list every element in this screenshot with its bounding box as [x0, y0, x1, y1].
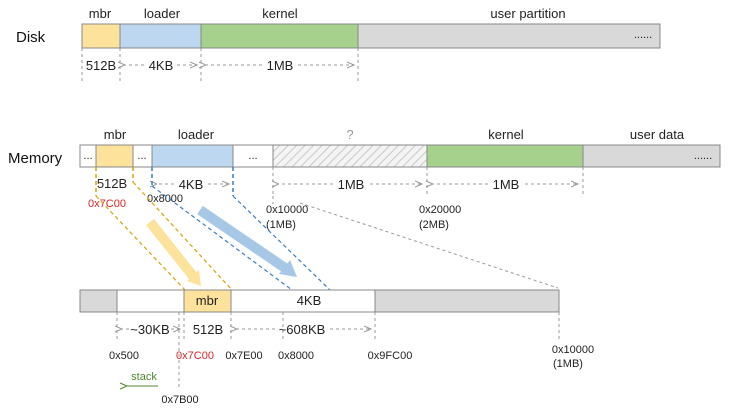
zoom-address-0x500: 0x500 [109, 350, 139, 362]
zoom-connectors [95, 167, 559, 313]
disk-kernel-label: kernel [262, 6, 298, 21]
memory-user-data-label: user data [630, 127, 685, 142]
zoom-mbr-size: 512B [193, 322, 223, 337]
zoom-address-0x7c00: 0x7C00 [176, 350, 214, 362]
disk-loader-label: loader [144, 6, 181, 21]
disk-mbr-block [81, 23, 121, 49]
zoom-address-0x8000: 0x8000 [278, 350, 314, 362]
disk-kernel-size: 1MB [267, 58, 294, 73]
memory-loader-size: 4KB [179, 177, 204, 192]
memory-mbr-label: mbr [104, 127, 127, 142]
memory-gap-dots: ... [137, 150, 146, 162]
memory-kernel-label: kernel [488, 127, 524, 142]
memory-kernel-size: 1MB [493, 177, 520, 192]
memory-mbr-block [95, 144, 134, 168]
zoom-section: mbr 4KB ~30KB 512B ~608KB 0x500 0x7C00 0… [79, 289, 594, 406]
stack-label: stack [131, 371, 157, 383]
zoom-high-size: ~608KB [279, 322, 326, 337]
disk-loader-block [119, 23, 202, 49]
memory-user-data-block [582, 144, 721, 168]
zoom-free-block [116, 289, 185, 313]
memory-kernel-start-note: (1MB) [266, 219, 296, 231]
disk-mbr-size: 512B [86, 58, 116, 73]
memory-user-start-address: 0x20000 [419, 204, 461, 216]
memory-loader-block [151, 144, 234, 168]
memory-after-loader-dots: ... [248, 150, 257, 162]
disk-section: Disk mbr loader kernel user partition ..… [16, 6, 661, 82]
disk-mbr-label: mbr [89, 6, 112, 21]
memory-mbr-size: 512B [97, 176, 127, 191]
memory-ellipsis: ...... [694, 150, 712, 162]
memory-unknown-block [272, 144, 428, 168]
mbr-zoom-arrow-shaft [146, 218, 197, 280]
zoom-reserved-block [79, 289, 118, 313]
memory-mbr-address: 0x7C00 [88, 198, 126, 210]
loader-zoom-arrow-shaft [197, 205, 288, 273]
loader-connector-left [151, 185, 293, 291]
disk-user-partition-block [357, 23, 661, 49]
zoom-end-note: (1MB) [553, 358, 583, 370]
memory-unknown-label: ? [346, 127, 353, 142]
disk-kernel-block [200, 23, 359, 49]
zoom-low-size: ~30KB [130, 322, 169, 337]
mbr-connector-right [132, 181, 233, 291]
disk-loader-size: 4KB [149, 58, 174, 73]
loader-connector-right [232, 195, 331, 291]
disk-ellipsis: ...... [634, 29, 652, 41]
mbr-zoom-arrow-head [187, 270, 201, 286]
zoom-upper-block [374, 289, 560, 313]
zoom-mbr-label: mbr [196, 293, 219, 308]
disk-user-partition-label: user partition [490, 6, 565, 21]
mbr-connector-left [95, 195, 186, 291]
disk-title: Disk [16, 29, 46, 46]
zoom-address-0x10000: 0x10000 [552, 344, 594, 356]
memory-title: Memory [8, 150, 63, 167]
memory-gap-size: 1MB [338, 177, 365, 192]
zoom-loader-label: 4KB [297, 293, 322, 308]
loader-zoom-arrow-head [279, 260, 297, 277]
memory-size-guides [272, 167, 584, 196]
memory-kernel-block [426, 144, 584, 168]
memory-loader-address: 0x8000 [147, 193, 183, 205]
memory-section: Memory mbr loader ? kernel user data ...… [8, 127, 721, 231]
memory-user-start-note: (2MB) [419, 219, 449, 231]
zoom-address-0x7e00: 0x7E00 [225, 350, 262, 362]
memory-kernel-start-address: 0x10000 [266, 204, 308, 216]
zoom-address-0x9fc00: 0x9FC00 [368, 350, 413, 362]
memory-loader-label: loader [178, 127, 215, 142]
stack-address: 0x7B00 [161, 394, 198, 406]
memory-low-dots: ... [83, 150, 92, 162]
